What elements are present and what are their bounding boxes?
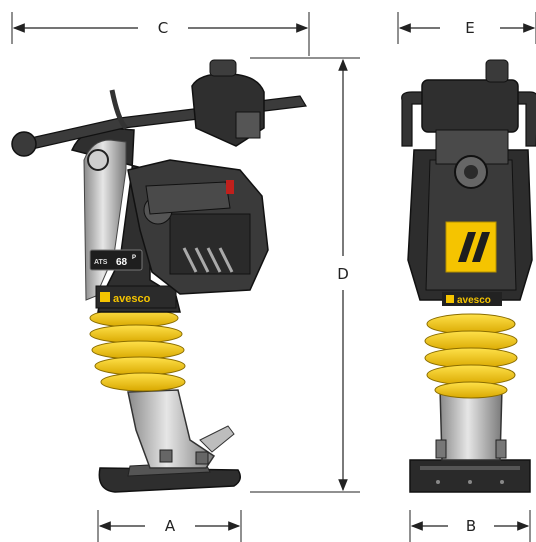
dimension-a-label: A: [165, 517, 176, 535]
dimension-e: E: [397, 12, 536, 44]
handle-side: [11, 59, 307, 171]
dimension-d: D: [250, 57, 360, 493]
model-badge: ATS 68 P: [89, 249, 143, 271]
dimension-b-label: B: [466, 517, 476, 535]
dimension-e-label: E: [465, 19, 474, 37]
dimension-c-label: C: [158, 19, 168, 37]
engine-side: [127, 159, 269, 295]
model-series: ATS: [94, 259, 108, 266]
dimension-c: C: [11, 12, 310, 56]
rammer-side-view: avesco ATS 68 P: [11, 59, 307, 493]
brand-name-front: avesco: [457, 295, 491, 306]
dimension-b: B: [409, 510, 531, 542]
model-number: 68: [116, 257, 128, 268]
handle-front: [401, 59, 536, 189]
brand-name-side: avesco: [113, 293, 151, 305]
double-slash-logo-icon: [458, 232, 476, 262]
dimension-a: A: [97, 510, 242, 542]
dimension-d-label: D: [337, 265, 349, 283]
model-suffix: P: [132, 255, 136, 261]
double-slash-logo-icon: [100, 292, 110, 302]
bellows-side: [89, 308, 186, 392]
brand-logo-front: avesco: [442, 221, 502, 306]
brand-logo-side: avesco: [100, 292, 151, 305]
bellows-front: [424, 313, 518, 399]
rammer-front-view: avesco: [401, 59, 536, 493]
